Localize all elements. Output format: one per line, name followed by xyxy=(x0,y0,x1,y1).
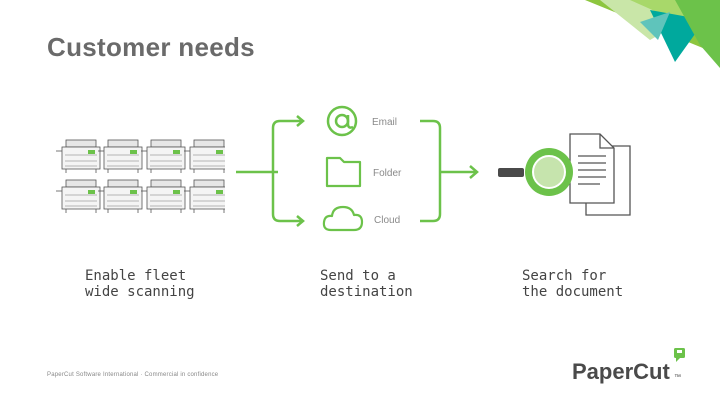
papercut-logo: PaperCut ™ xyxy=(572,348,685,384)
logo-text: PaperCut xyxy=(572,359,670,384)
arrow-to-search xyxy=(440,165,479,179)
magnifier-icon xyxy=(498,148,573,196)
email-label: Email xyxy=(372,117,398,128)
at-sign-icon xyxy=(326,105,358,137)
folder-label: Folder xyxy=(373,168,402,179)
cloud-label: Cloud xyxy=(374,215,401,226)
folder-icon xyxy=(325,156,362,188)
arrow-to-email xyxy=(290,115,305,127)
caption-send-destination: Send to a destination xyxy=(320,268,413,300)
footer-confidentiality: PaperCut Software International · Commer… xyxy=(47,372,219,378)
slide-title: Customer needs xyxy=(47,32,255,62)
corner-decoration xyxy=(585,0,720,68)
right-bracket xyxy=(420,119,442,223)
logo-mark-icon xyxy=(674,348,685,362)
caption-search-document: Search for the document xyxy=(522,268,624,300)
caption-enable-scanning: Enable fleet wide scanning xyxy=(85,268,195,300)
logo-trademark: ™ xyxy=(674,374,681,381)
document-stack-icon xyxy=(569,133,631,216)
arrow-to-cloud xyxy=(290,215,305,227)
cloud-icon xyxy=(322,205,364,232)
